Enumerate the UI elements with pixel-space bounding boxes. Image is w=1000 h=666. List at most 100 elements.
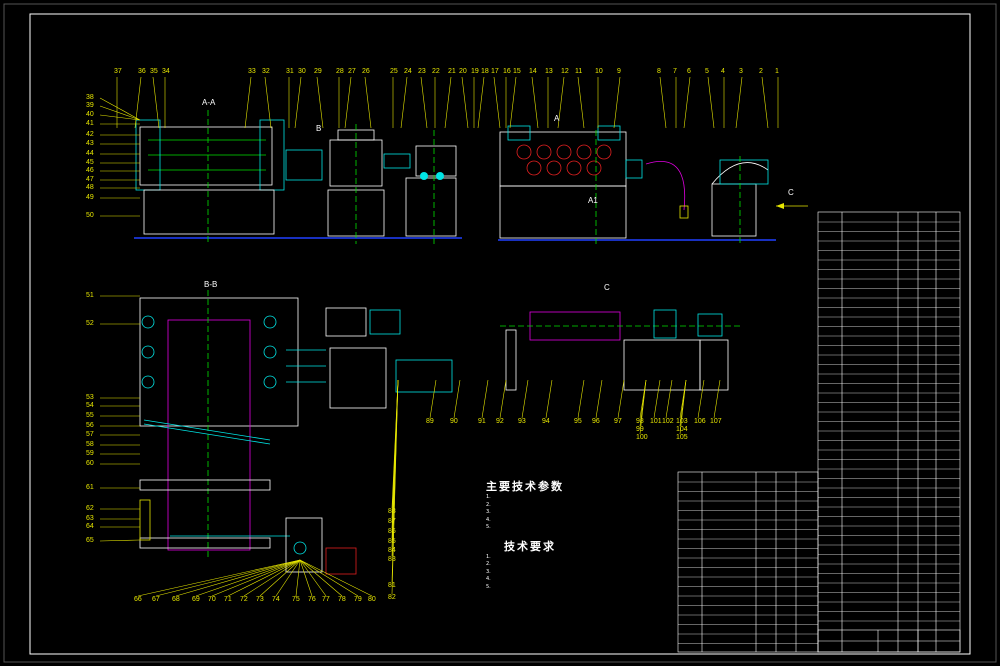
leader-line <box>175 559 301 597</box>
section-mark-b: B <box>316 124 322 133</box>
callout-61: 61 <box>86 484 94 491</box>
view-b-b <box>139 290 453 560</box>
leader-line <box>299 559 359 597</box>
callout-4: 4 <box>721 68 725 75</box>
leader-line <box>595 379 603 419</box>
leader-line <box>299 559 343 597</box>
leader-line <box>155 559 301 597</box>
leader-line <box>152 76 160 129</box>
callout-76: 76 <box>308 596 316 603</box>
callout-28: 28 <box>336 68 344 75</box>
leader-line <box>299 559 327 597</box>
callout-11: 11 <box>575 68 583 75</box>
callout-98: 98 <box>636 418 644 425</box>
callout-23: 23 <box>418 68 426 75</box>
note-line: 1. <box>486 553 491 560</box>
bom-table-left <box>677 471 819 653</box>
callout-66: 66 <box>134 596 142 603</box>
leader-line <box>481 379 489 419</box>
leader-line <box>477 76 485 129</box>
callout-49: 49 <box>86 194 94 201</box>
callout-33: 33 <box>248 68 256 75</box>
callout-3: 3 <box>739 68 743 75</box>
callout-72: 72 <box>240 596 248 603</box>
specs-lines: 1.2.3.4.5. <box>486 494 564 532</box>
callout-54: 54 <box>86 402 94 409</box>
section-label-bb: B-B <box>204 280 218 289</box>
callout-73: 73 <box>256 596 264 603</box>
leader-line <box>557 76 565 129</box>
callout-74: 74 <box>272 596 280 603</box>
callout-55: 55 <box>86 412 94 419</box>
callout-9: 9 <box>617 68 621 75</box>
leader-line <box>244 76 252 129</box>
callout-35: 35 <box>150 68 158 75</box>
callout-10: 10 <box>595 68 603 75</box>
leader-line <box>577 379 585 419</box>
note-line: 5. <box>486 583 491 590</box>
callout-41: 41 <box>86 120 94 127</box>
note-line: 2. <box>486 501 491 508</box>
leader-line <box>299 559 313 597</box>
callout-100: 100 <box>636 434 648 441</box>
callout-94: 94 <box>542 418 550 425</box>
callout-25: 25 <box>390 68 398 75</box>
callout-95: 95 <box>574 418 582 425</box>
callout-89: 89 <box>426 418 434 425</box>
callout-92: 92 <box>496 418 504 425</box>
detail-mark-a1: A1 <box>588 196 598 205</box>
leader-line <box>243 559 301 597</box>
callout-80: 80 <box>368 596 376 603</box>
title-block <box>817 629 961 653</box>
leader-line <box>761 76 769 129</box>
callout-1: 1 <box>775 68 779 75</box>
leader-line <box>275 559 301 597</box>
section-label-c: C <box>604 283 610 292</box>
callout-53: 53 <box>86 394 94 401</box>
leader-line <box>137 559 301 597</box>
callout-69: 69 <box>192 596 200 603</box>
callout-13: 13 <box>545 68 553 75</box>
callout-12: 12 <box>561 68 569 75</box>
leader-line <box>713 379 721 419</box>
callout-65: 65 <box>86 537 94 544</box>
bom-rows-left <box>678 481 818 644</box>
view-c <box>500 309 740 391</box>
callout-87: 87 <box>388 518 396 525</box>
callout-107: 107 <box>710 418 722 425</box>
callout-88: 88 <box>388 508 396 515</box>
callout-30: 30 <box>298 68 306 75</box>
leader-line <box>429 379 437 419</box>
callout-20: 20 <box>459 68 467 75</box>
callout-91: 91 <box>478 418 486 425</box>
callout-46: 46 <box>86 167 94 174</box>
leader-line <box>420 76 428 129</box>
callout-96: 96 <box>592 418 600 425</box>
leader-line <box>444 76 452 129</box>
callout-102: 102 <box>662 418 674 425</box>
leader-line <box>364 76 372 129</box>
leader-line <box>577 76 585 129</box>
leader-line <box>653 379 661 419</box>
callout-79: 79 <box>354 596 362 603</box>
callout-45: 45 <box>86 159 94 166</box>
callout-15: 15 <box>513 68 521 75</box>
section-label-aa: A-A <box>202 98 216 107</box>
callout-85: 85 <box>388 538 396 545</box>
leader-line <box>617 379 625 419</box>
leader-line <box>344 76 352 129</box>
callout-24: 24 <box>404 68 412 75</box>
requirements-title: 技术要求 <box>504 539 556 553</box>
callout-77: 77 <box>322 596 330 603</box>
callout-47: 47 <box>86 176 94 183</box>
callout-105: 105 <box>676 434 688 441</box>
callout-52: 52 <box>86 320 94 327</box>
callout-81: 81 <box>388 582 396 589</box>
callout-42: 42 <box>86 131 94 138</box>
leader-line <box>613 76 621 129</box>
callout-21: 21 <box>448 68 456 75</box>
callout-97: 97 <box>614 418 622 425</box>
callout-50: 50 <box>86 212 94 219</box>
leader-line <box>461 76 469 129</box>
note-line: 4. <box>486 576 491 582</box>
